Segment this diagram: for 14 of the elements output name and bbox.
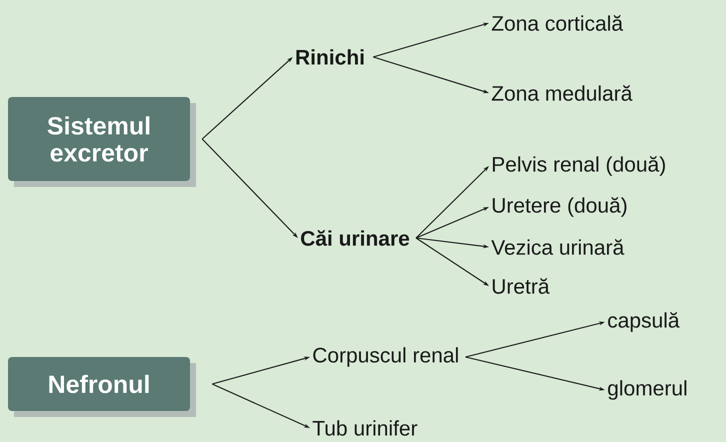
branch-label: Căi urinare [301,230,410,246]
leaf-label: Zona medulară [492,85,632,101]
category-box: Nefronul [8,357,196,417]
leaf-label: Pelvis renal (două) [492,156,665,176]
leaf-label: capsulă [608,312,680,332]
leaf-label: Zona corticală [492,15,624,31]
leaf-label: Uretere (două) [492,197,626,217]
leaf-label: Vezica urinară [491,239,624,255]
branch-label: Rinichi [296,49,364,65]
leaf-label: Corpuscul renal [313,347,458,367]
leaf-label: glomerul [608,380,686,400]
category-box: Sistemul excretor [8,97,196,187]
leaf-label: Tub urinifer [312,420,418,436]
leaf-label: Uretră [492,278,550,294]
